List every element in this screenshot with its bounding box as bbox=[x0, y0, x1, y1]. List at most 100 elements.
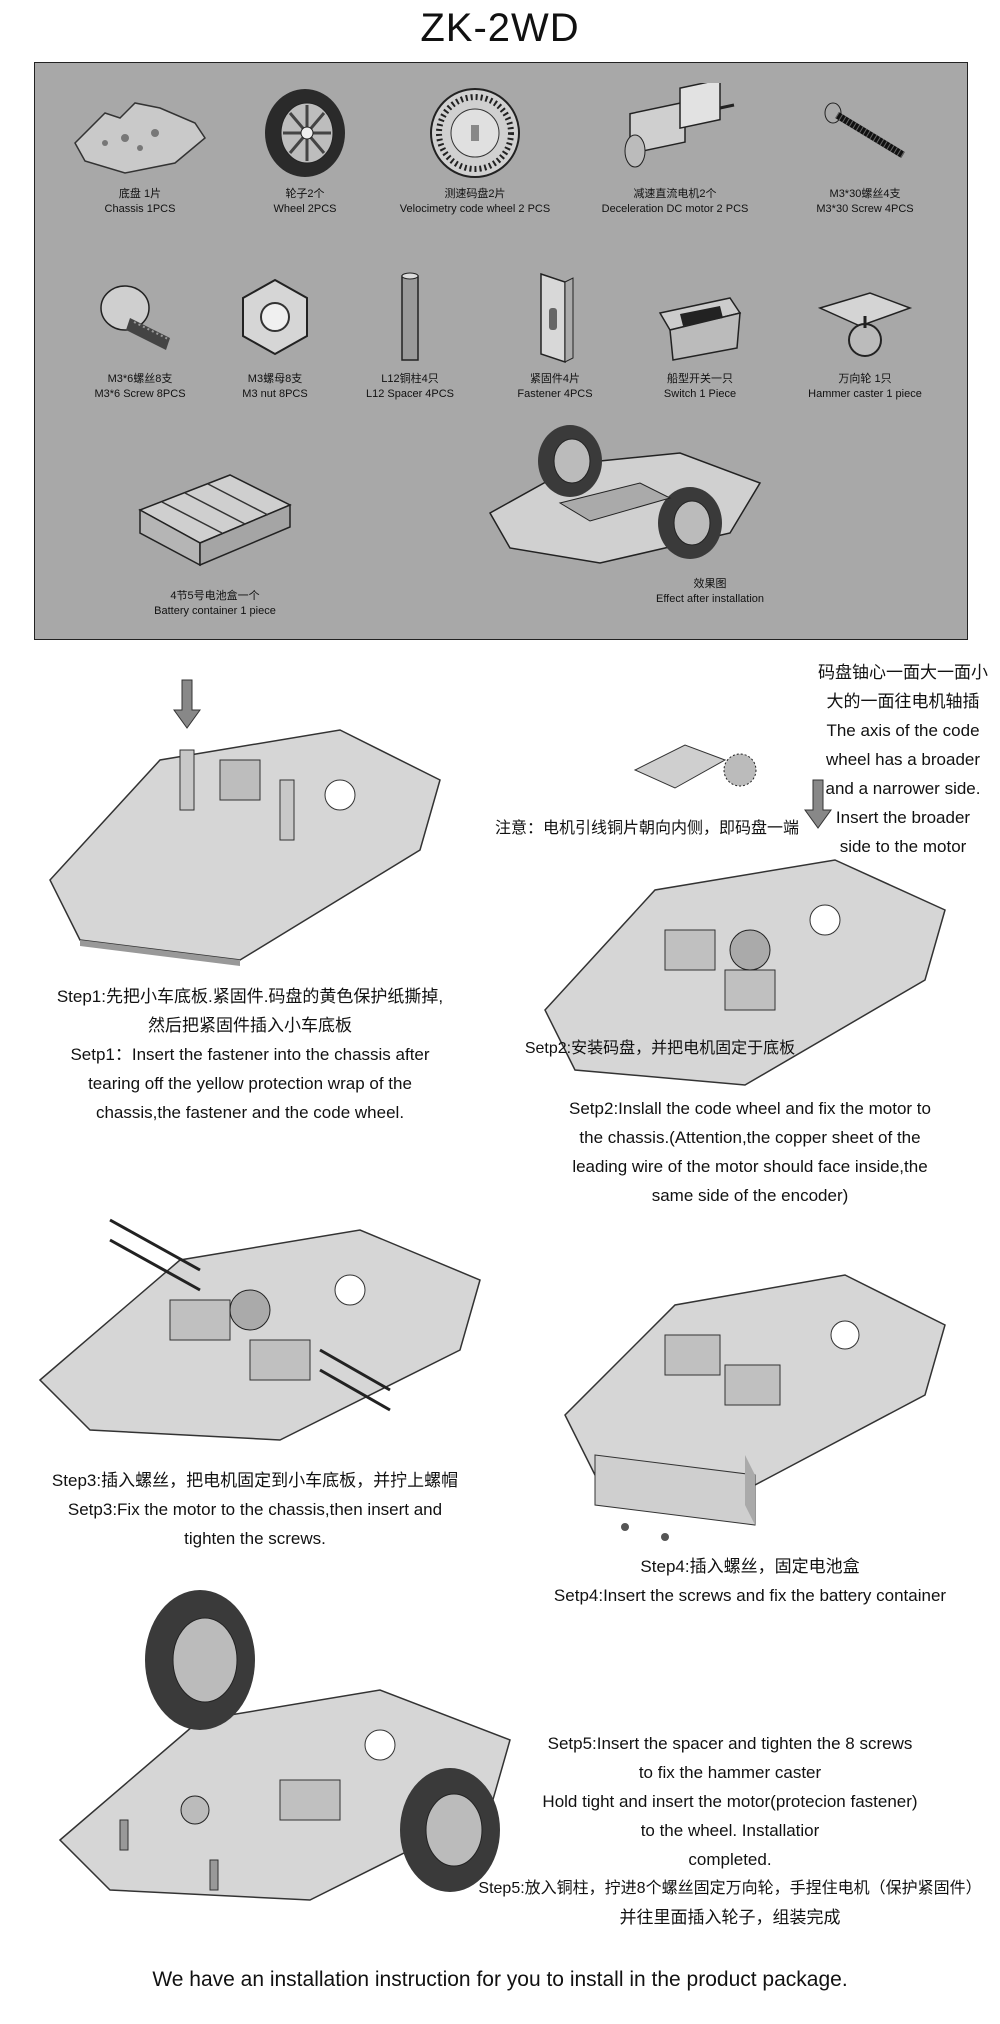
spacer-icon bbox=[401, 272, 419, 361]
part-short-screw: M3*6螺丝8支 M3*6 Screw 8PCS bbox=[65, 268, 215, 402]
nut-icon bbox=[242, 278, 308, 356]
part-cn-label: 船型开关一只 bbox=[667, 373, 733, 385]
step5-text: Setp5:Insert the spacer and tighten the … bbox=[470, 1729, 990, 1932]
step5-line: Hold tight and insert the motor(protecio… bbox=[542, 1792, 918, 1811]
note-line: 大的一面往电机轴插 bbox=[826, 692, 980, 711]
part-fastener: 紧固件4片 Fastener 4PCS bbox=[485, 268, 625, 402]
long-screw-icon bbox=[824, 102, 905, 158]
part-en-label: Velocimetry code wheel 2 PCS bbox=[399, 203, 551, 215]
part-caster: 万向轮 1只 Hammer caster 1 piece bbox=[785, 268, 945, 402]
footer-note: We have an installation instruction for … bbox=[152, 1968, 848, 1991]
screw-part bbox=[319, 1368, 391, 1412]
battery-box-icon bbox=[138, 474, 292, 567]
step1-illustration bbox=[49, 679, 441, 966]
part-en-label: M3*30 Screw 4PCS bbox=[816, 203, 914, 215]
screw-part bbox=[319, 1348, 391, 1392]
step1-line: tearing off the yellow protection wrap o… bbox=[88, 1074, 412, 1093]
note-line: 码盘铀心一面大一面小 bbox=[818, 663, 988, 682]
part-nut: M3螺母8支 M3 nut 8PCS bbox=[215, 268, 335, 402]
part-cn-label: 4节5号电池盒一个 bbox=[170, 590, 260, 602]
part-en-label: Deceleration DC motor 2 PCS bbox=[601, 203, 749, 215]
part-cn-label: 底盘 1片 bbox=[118, 188, 162, 200]
fastener-icon bbox=[540, 272, 574, 364]
part-cn-label: M3*6螺丝8支 bbox=[107, 373, 173, 385]
note-line: and a narrower side. bbox=[825, 779, 981, 798]
step2-caption: Setp2:安装码盘，并把电机固定于底板 bbox=[524, 1040, 796, 1057]
note-line: The axis of the code bbox=[826, 721, 980, 740]
step2-line: leading wire of the motor should face in… bbox=[572, 1157, 928, 1176]
part-en-label: L12 Spacer 4PCS bbox=[365, 388, 455, 400]
step4-line: Step4:插入螺丝，固定电池盒 bbox=[640, 1557, 860, 1576]
step5-line: 并往里面插入轮子，组装完成 bbox=[619, 1908, 841, 1927]
part-en-label: Fastener 4PCS bbox=[517, 388, 593, 400]
attention-note: 注意：电机引线铜片朝向内侧，即码盘一端 bbox=[494, 820, 799, 837]
step3-text: Step3:插入螺丝，把电机固定到小车底板，并拧上螺帽 Setp3:Fix th… bbox=[40, 1466, 470, 1553]
step1-line: Step1:先把小车底板.紧固件.码盘的黄色保护纸撕掉, bbox=[56, 987, 444, 1006]
code-wheel-icon bbox=[430, 88, 520, 178]
part-cn-label: M3螺母8支 bbox=[247, 373, 303, 385]
step5-line: Step5:放入铜柱，拧进8个螺丝固定万向轮，手捏住电机（保护紧固件） bbox=[478, 1880, 982, 1897]
step3-line: Setp3:Fix the motor to the chassis,then … bbox=[67, 1500, 443, 1519]
short-screw-icon bbox=[100, 285, 171, 350]
assembled-car-icon bbox=[488, 425, 762, 564]
page-title: ZK-2WD bbox=[420, 6, 580, 50]
down-arrow-icon bbox=[173, 679, 201, 729]
wheel-icon bbox=[265, 89, 345, 177]
part-code-wheel: 测速码盘2片 Velocimetry code wheel 2 PCS bbox=[385, 83, 565, 217]
part-assembled-car: 效果图 Effect after installation bbox=[425, 423, 825, 607]
step1-line: chassis,the fastener and the code wheel. bbox=[95, 1103, 405, 1122]
step3-line: Step3:插入螺丝，把电机固定到小车底板，并拧上螺帽 bbox=[51, 1471, 459, 1490]
step4-text: Step4:插入螺丝，固定电池盒 Setp4:Insert the screws… bbox=[520, 1552, 980, 1610]
step3-illustration bbox=[38, 1218, 481, 1441]
step5-line: to the wheel. Installatior bbox=[640, 1821, 820, 1840]
step2-line: same side of the encoder) bbox=[651, 1186, 849, 1205]
switch-icon bbox=[658, 297, 742, 361]
part-en-label: Wheel 2PCS bbox=[273, 203, 337, 215]
step1-line: Setp1：Insert the fastener into the chass… bbox=[70, 1045, 430, 1064]
note-line: wheel has a broader bbox=[825, 750, 981, 769]
chassis-icon bbox=[74, 102, 206, 174]
step1-line: 然后把紧固件插入小车底板 bbox=[148, 1016, 352, 1035]
step4-line: Setp4:Insert the screws and fix the batt… bbox=[553, 1586, 947, 1605]
chassis-plate bbox=[38, 1229, 481, 1441]
step5-line: Setp5:Insert the spacer and tighten the … bbox=[547, 1734, 913, 1753]
part-battery-box: 4节5号电池盒一个 Battery container 1 piece bbox=[115, 455, 315, 619]
part-cn-label: 减速直流电机2个 bbox=[633, 188, 717, 200]
note-line: Insert the broader bbox=[835, 808, 971, 827]
step1-text: Step1:先把小车底板.紧固件.码盘的黄色保护纸撕掉, 然后把紧固件插入小车底… bbox=[40, 982, 460, 1127]
step5-line: completed. bbox=[688, 1850, 772, 1869]
part-en-label: Switch 1 Piece bbox=[663, 388, 737, 400]
part-cn-label: L12铜柱4只 bbox=[381, 373, 439, 385]
part-en-label: Chassis 1PCS bbox=[104, 203, 176, 215]
part-spacer: L12铜柱4只 L12 Spacer 4PCS bbox=[335, 268, 485, 402]
part-en-label: M3 nut 8PCS bbox=[242, 388, 308, 400]
part-cn-label: 轮子2个 bbox=[285, 188, 325, 200]
step2-illustration bbox=[544, 744, 946, 1086]
part-chassis: 底盘 1片 Chassis 1PCS bbox=[55, 83, 225, 217]
step2-text: Setp2:Inslall the code wheel and fix the… bbox=[520, 1094, 980, 1210]
part-cn-label: 紧固件4片 bbox=[529, 373, 581, 385]
part-en-label: Effect after installation bbox=[655, 593, 765, 605]
caster-icon bbox=[817, 292, 913, 357]
fastener-part bbox=[179, 749, 195, 811]
part-cn-label: 效果图 bbox=[693, 578, 727, 590]
note-line: side to the motor bbox=[839, 837, 967, 856]
part-en-label: Hammer caster 1 piece bbox=[808, 388, 922, 400]
screw-part bbox=[109, 1238, 201, 1292]
step2-line: the chassis.(Attention,the copper sheet … bbox=[579, 1128, 921, 1147]
part-cn-label: 万向轮 1只 bbox=[838, 373, 892, 385]
part-cn-label: M3*30螺丝4支 bbox=[829, 188, 901, 200]
screw-part bbox=[109, 1218, 201, 1272]
step5-line: to fix the hammer caster bbox=[638, 1763, 822, 1782]
step5-illustration bbox=[58, 1590, 511, 1901]
step2-line: Setp2:Inslall the code wheel and fix the… bbox=[569, 1099, 931, 1118]
down-arrow-icon bbox=[804, 779, 832, 829]
part-long-screw: M3*30螺丝4支 M3*30 Screw 4PCS bbox=[785, 83, 945, 217]
parts-list-panel: 底盘 1片 Chassis 1PCS 轮子2个 Wheel 2PCS 测速码盘2… bbox=[34, 62, 968, 640]
part-switch: 船型开关一只 Switch 1 Piece bbox=[625, 268, 775, 402]
part-wheel: 轮子2个 Wheel 2PCS bbox=[235, 83, 375, 217]
step3-line: tighten the screws. bbox=[184, 1529, 326, 1548]
motor-part bbox=[633, 744, 727, 789]
step4-illustration bbox=[564, 1274, 946, 1541]
code-wheel-note: 码盘铀心一面大一面小 大的一面往电机轴插 The axis of the cod… bbox=[808, 658, 998, 861]
